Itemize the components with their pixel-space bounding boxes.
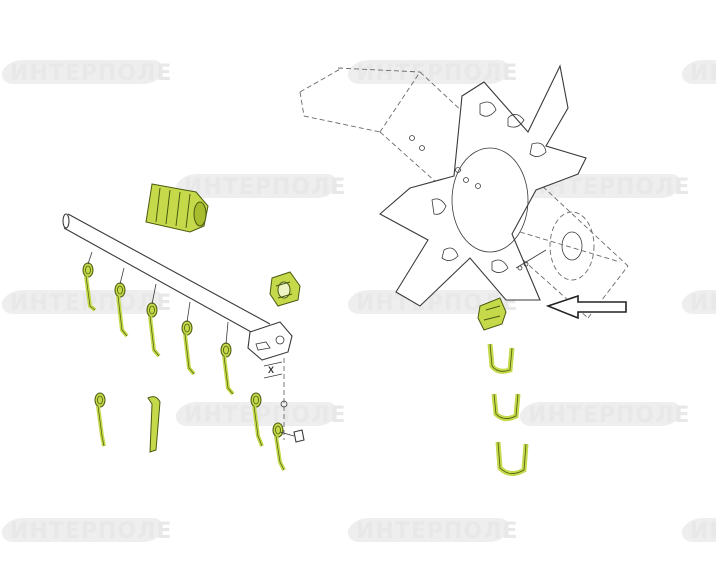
hub-bolts [409,135,547,271]
dimension-x: X [263,361,283,379]
spring-tine [146,283,161,358]
star-wheel [379,64,587,307]
shaft-end [62,213,70,229]
tine-shaft [63,213,271,339]
spare-spring-tine [250,392,264,447]
tine-row [82,251,235,396]
watermark-text: ИНТЕРПОЛЕ [528,403,690,428]
watermark-text: ИНТЕРПОЛЕ [10,61,172,86]
watermark-text: ИНТЕРПОЛЕ [356,519,518,544]
rubber-bearing-set [145,183,209,233]
curved-tine [491,393,521,422]
shaft-end-housing [247,321,293,361]
mounting-bolt [279,358,305,443]
watermark-text: ИНТЕРПОЛЕ [10,519,172,544]
watermark-text: ИНТЕРПОЛЕ [184,175,346,200]
watermark-text: ИНТЕРПОЛЕ [690,291,716,316]
tine-clamp [477,297,507,331]
watermark-text: ИНТЕРПОЛЕ [184,403,346,428]
spring-tine [181,301,196,376]
spring-tine [82,251,97,312]
curved-tine [487,343,515,374]
spring-tine [114,267,129,338]
wheel-hub [519,211,621,281]
spring-tine [220,321,235,396]
spare-spring-tine [272,422,286,471]
spare-spring-tine [94,392,106,447]
tine-shaft-assembly: X [62,183,305,471]
dimension-label: X [268,365,274,375]
watermark-text: ИНТЕРПОЛЕ [356,61,518,86]
curved-tine [495,441,529,476]
watermark-layer: ИНТЕРПОЛЕ ИНТЕРПОЛЕ ИНТЕРПОЛЕ ИНТЕРПОЛЕ … [2,60,716,544]
rubber-bearing [269,271,301,307]
watermark-text: ИНТЕРПОЛЕ [690,519,716,544]
star-wheel-assembly [299,64,629,476]
watermark-text: ИНТЕРПОЛЕ [690,61,716,86]
pointer-arrow-icon [545,294,627,320]
spare-flat-tine [147,396,161,453]
